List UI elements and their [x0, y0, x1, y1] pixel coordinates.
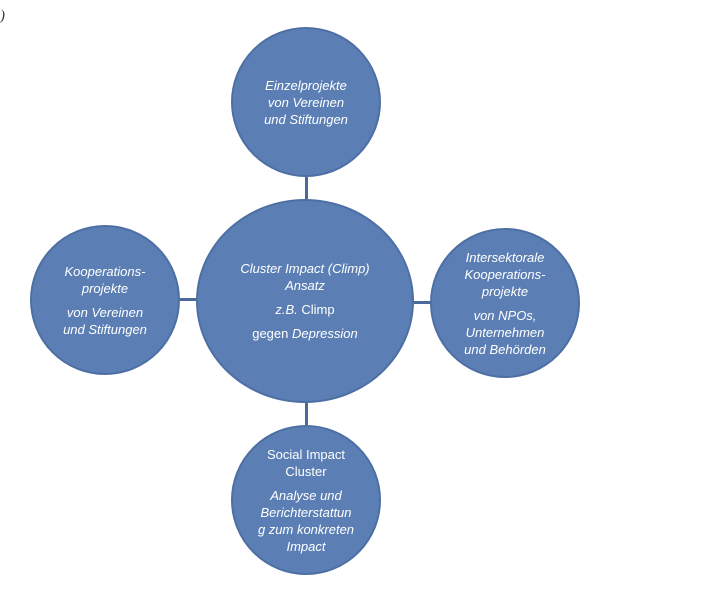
connector-right	[414, 301, 430, 304]
node-kooperationsprojekte: Kooperations- projekte von Vereinen und …	[30, 225, 180, 375]
node-intersektorale-kooperationsprojekte: Intersektorale Kooperations- projekte vo…	[430, 228, 580, 378]
node-left-detail-2: und Stiftungen	[63, 321, 147, 337]
node-bottom-title-2: Cluster	[285, 463, 327, 479]
node-right-detail-3: und Behörden	[464, 341, 546, 357]
node-bottom-title-1: Social Impact	[266, 446, 346, 462]
node-top-line-2: von Vereinen	[267, 94, 345, 110]
node-cluster-impact: Cluster Impact (Climp) Ansatz z.B. Climp…	[196, 199, 414, 403]
node-social-impact-cluster: Social Impact Cluster Analyse und Berich…	[231, 425, 381, 575]
node-left-detail-1: von Vereinen	[66, 304, 144, 320]
connector-bottom	[305, 403, 308, 425]
node-center-example-line-1: z.B. Climp	[275, 301, 334, 318]
connector-top	[305, 177, 308, 199]
node-bottom-detail-1: Analyse und	[270, 487, 342, 503]
node-einzelprojekte: Einzelprojekte von Vereinen und Stiftung…	[231, 27, 381, 177]
node-right-title-2: Kooperations-	[464, 266, 546, 282]
node-top-line-3: und Stiftungen	[264, 111, 348, 127]
node-bottom-detail-2: Berichterstattun	[260, 504, 352, 520]
node-center-example-line2-prefix: gegen	[252, 326, 289, 341]
node-center-title-2: Ansatz	[285, 278, 325, 293]
node-top-line-1: Einzelprojekte	[265, 77, 347, 93]
node-bottom-detail-4: Impact	[286, 538, 326, 554]
node-left-title-2: projekte	[81, 280, 129, 296]
node-center-example-prefix: z.B.	[275, 302, 298, 317]
corner-text-fragment: )	[0, 8, 5, 24]
node-center-title-1: Cluster Impact (Climp)	[240, 261, 370, 276]
node-center-example-line-2: gegen Depression	[252, 325, 358, 342]
node-right-detail-2: Unternehmen	[465, 324, 545, 340]
node-center-example-topic: Depression	[292, 326, 358, 341]
node-right-detail-1: von NPOs,	[473, 307, 537, 323]
node-bottom-detail-3: g zum konkreten	[257, 521, 355, 537]
node-left-title-1: Kooperations-	[64, 263, 146, 279]
node-right-title-1: Intersektorale	[465, 249, 545, 265]
node-center-example-name: Climp	[301, 302, 335, 317]
connector-left	[180, 298, 196, 301]
node-right-title-3: projekte	[481, 283, 529, 299]
